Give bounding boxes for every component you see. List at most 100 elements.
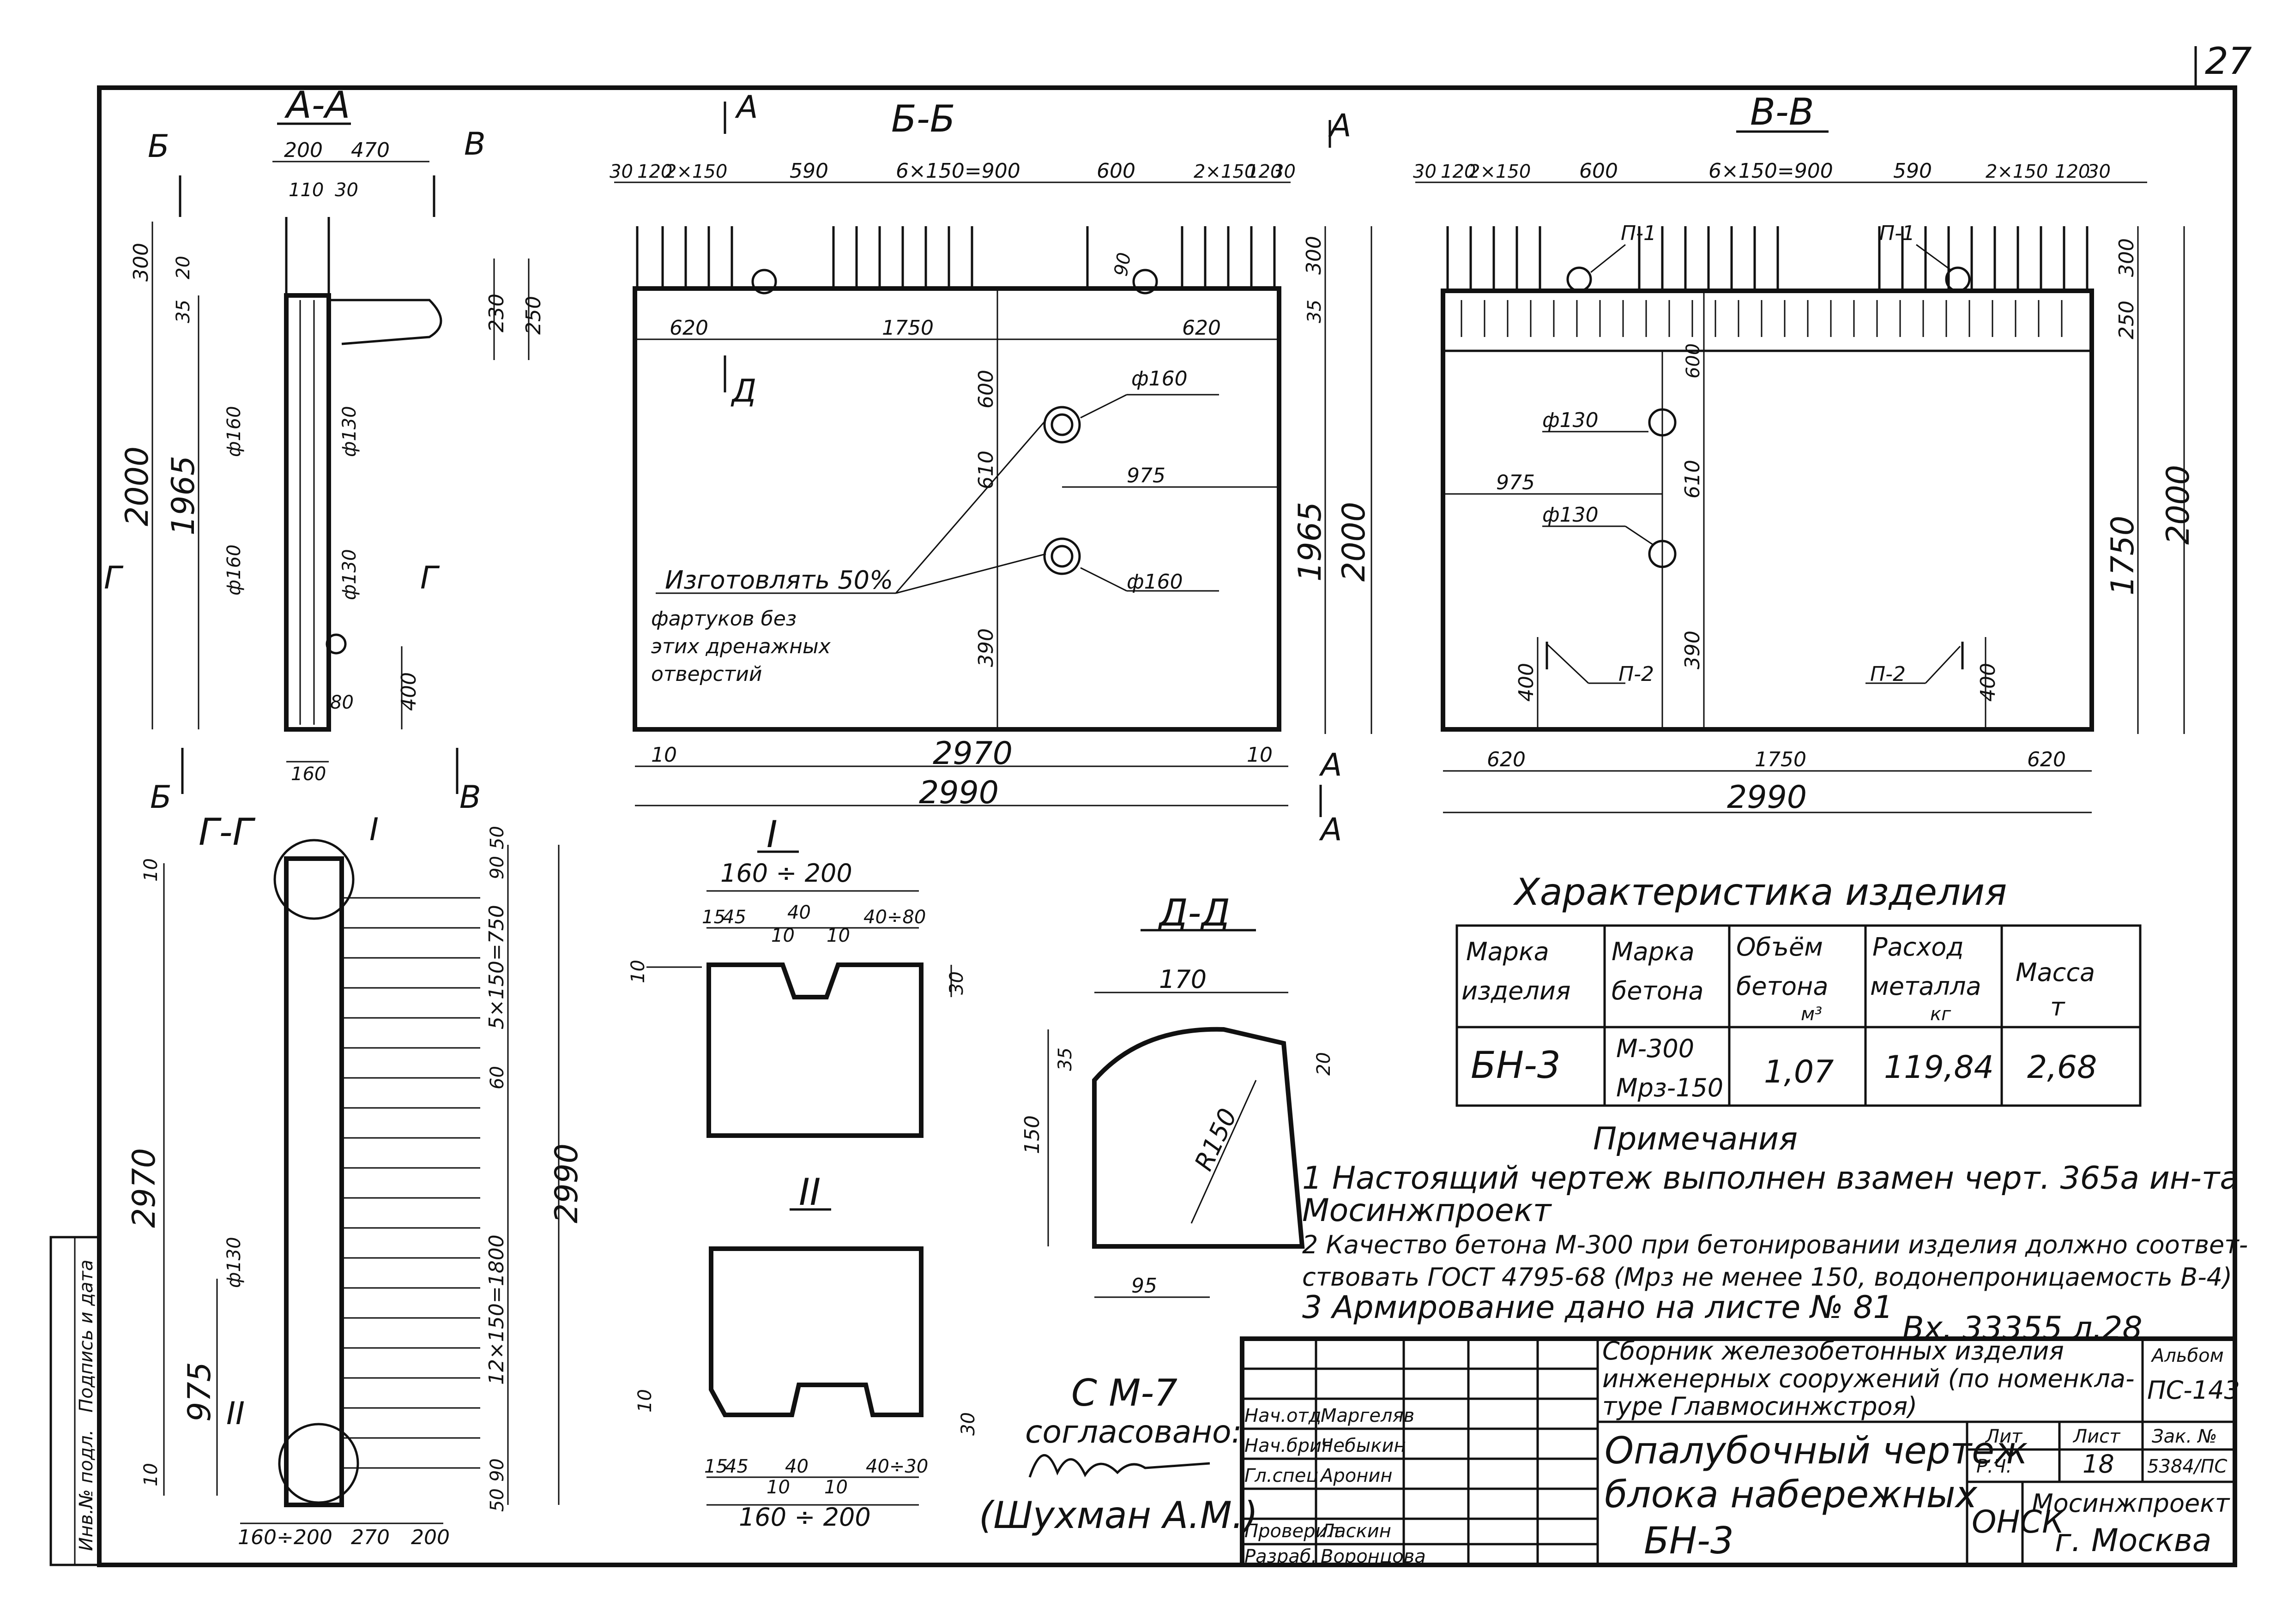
svg-text:М-300: М-300 (1616, 1034, 1694, 1063)
svg-text:Гл.спец: Гл.спец (1244, 1465, 1319, 1486)
svg-text:Альбом: Альбом (2150, 1345, 2224, 1366)
svg-text:Б: Б (150, 779, 172, 816)
section-aa: А-А Б В 200 470 110 30 300 20 35 2000 19… (104, 84, 545, 816)
svg-text:Мосинжпроект: Мосинжпроект (2032, 1489, 2230, 1518)
characteristics-title: Характеристика изделия (1513, 871, 2007, 914)
svg-text:2×150: 2×150 (1194, 161, 1256, 182)
svg-text:В: В (464, 126, 486, 162)
svg-text:Масса: Масса (2016, 958, 2095, 987)
svg-text:согласовано:: согласовано: (1025, 1414, 1242, 1450)
section-bb: Б-Б А А 30 120 2×150 590 6×150=900 600 2… (610, 89, 1372, 848)
svg-text:2000: 2000 (119, 446, 156, 526)
svg-text:470: 470 (351, 138, 390, 162)
svg-text:30: 30 (610, 161, 633, 182)
svg-text:металла: металла (1870, 972, 1981, 1001)
section-vv-title: В-В (1750, 90, 1814, 133)
svg-text:50: 50 (487, 1488, 508, 1512)
svg-text:50: 50 (487, 826, 508, 849)
section-dd: Д-Д 170 R150 35 20 150 95 (1020, 891, 1334, 1298)
svg-text:Нач.отд: Нач.отд (1244, 1405, 1321, 1426)
svg-text:2990: 2990 (549, 1143, 585, 1223)
svg-text:инженерных сооружений (по номе: инженерных сооружений (по номенкла- (1602, 1364, 2135, 1393)
svg-text:Сборник железобетонных изделия: Сборник железобетонных изделия (1602, 1336, 2064, 1365)
svg-text:6×150=900: 6×150=900 (896, 159, 1020, 183)
svg-text:Б: Б (148, 128, 169, 165)
svg-text:ф160: ф160 (1127, 570, 1183, 594)
svg-text:590: 590 (790, 159, 828, 183)
svg-text:ф130: ф130 (1542, 409, 1599, 432)
svg-text:250: 250 (522, 296, 545, 335)
svg-text:5×150=750: 5×150=750 (485, 905, 508, 1029)
svg-text:ф130: ф130 (339, 406, 360, 457)
svg-text:2×150: 2×150 (1986, 161, 2048, 182)
detail-2-title: II (799, 1171, 821, 1214)
section-bb-title: Б-Б (891, 97, 955, 140)
svg-text:60: 60 (487, 1066, 508, 1089)
svg-text:ф130: ф130 (339, 549, 360, 600)
svg-text:ф130: ф130 (1542, 503, 1599, 527)
detail-1-callout-circle (273, 839, 355, 920)
svg-text:Мрз-150: Мрз-150 (1616, 1073, 1723, 1102)
svg-text:Расход: Расход (1872, 932, 1964, 962)
svg-text:Маргеляв: Маргеляв (1321, 1405, 1414, 1426)
bb-note-1: Изготовлять 50% (665, 565, 893, 595)
svg-text:975: 975 (181, 1362, 218, 1422)
svg-text:160÷200: 160÷200 (238, 1526, 332, 1549)
svg-text:Нач.бриг: Нач.бриг (1244, 1435, 1332, 1456)
svg-text:1750: 1750 (882, 316, 934, 340)
svg-text:620: 620 (1487, 748, 1526, 771)
svg-text:Р.Ч.: Р.Ч. (1976, 1456, 2012, 1477)
svg-text:160: 160 (291, 764, 326, 785)
svg-text:2970: 2970 (126, 1148, 163, 1228)
drawing-title-3: БН-3 (1644, 1519, 1734, 1562)
drain-hole-2 (1043, 537, 1081, 575)
svg-text:10: 10 (651, 743, 677, 767)
bb-note-3: этих дренажных (651, 635, 831, 658)
svg-text:30: 30 (946, 971, 967, 995)
svg-text:600: 600 (974, 370, 998, 409)
svg-text:Зак. №: Зак. № (2152, 1426, 2217, 1447)
svg-text:35: 35 (1304, 300, 1325, 323)
svg-text:ф160: ф160 (223, 544, 245, 595)
svg-text:Г: Г (104, 560, 124, 596)
svg-text:20: 20 (173, 256, 194, 279)
side-stamp-sign: Подпись и дата (76, 1260, 97, 1413)
detail-2-shape (709, 1246, 924, 1417)
svg-text:ф130: ф130 (223, 1237, 245, 1288)
svg-text:бетона: бетона (1736, 972, 1828, 1001)
svg-text:300: 300 (129, 243, 153, 282)
svg-text:10: 10 (634, 1389, 656, 1413)
svg-text:15: 15 (702, 907, 725, 928)
svg-text:II: II (226, 1395, 245, 1432)
svg-text:т: т (2050, 992, 2065, 1022)
drawing-title-2: блока набережных (1605, 1473, 1978, 1516)
svg-text:R150: R150 (1189, 1104, 1243, 1175)
svg-text:6×150=900: 6×150=900 (1708, 159, 1833, 183)
approval: С М-7 согласовано: (Шухман А.М.) (979, 1371, 1258, 1537)
svg-text:П-1: П-1 (1879, 222, 1915, 245)
svg-text:П-1: П-1 (1621, 222, 1656, 245)
svg-text:270: 270 (351, 1526, 390, 1549)
svg-text:200: 200 (284, 138, 323, 162)
svg-text:5384/ПС: 5384/ПС (2147, 1456, 2227, 1477)
product-mass: 2,68 (2027, 1049, 2097, 1086)
svg-text:400: 400 (397, 672, 421, 711)
svg-text:110: 110 (289, 180, 324, 201)
svg-text:120: 120 (1441, 161, 1476, 182)
svg-text:40: 40 (787, 902, 811, 923)
svg-text:120: 120 (1247, 161, 1282, 182)
svg-text:Лист: Лист (2072, 1426, 2121, 1447)
section-dd-title: Д-Д (1158, 891, 1230, 934)
svg-text:90: 90 (1111, 251, 1135, 278)
svg-text:160 ÷ 200: 160 ÷ 200 (739, 1503, 871, 1532)
svg-text:610: 610 (1681, 460, 1704, 499)
svg-text:А: А (735, 89, 758, 126)
svg-text:160 ÷ 200: 160 ÷ 200 (720, 859, 852, 888)
product-metal: 119,84 (1884, 1049, 1994, 1086)
svg-text:П-2: П-2 (1618, 662, 1654, 686)
section-dd-shape (1092, 1027, 1305, 1249)
svg-text:А: А (1319, 812, 1342, 848)
svg-text:40÷80: 40÷80 (863, 907, 926, 928)
svg-text:10: 10 (628, 960, 649, 983)
svg-text:Аронин: Аронин (1319, 1465, 1393, 1486)
